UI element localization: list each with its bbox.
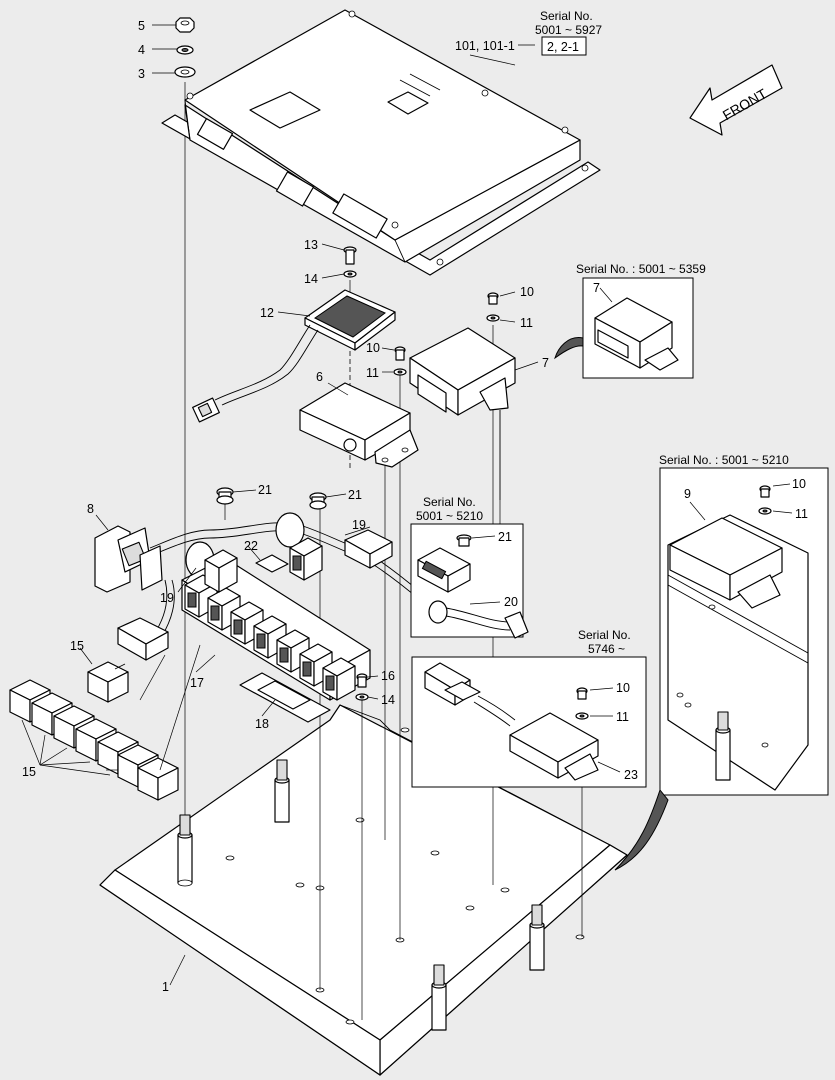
leader-lines <box>106 44 535 986</box>
callout-14-top: 14 <box>304 272 318 286</box>
serial-notes: Serial No. 5001 ~ 5927 Serial No. : 5001… <box>416 9 789 656</box>
serial-box20-line1: Serial No. <box>423 495 476 509</box>
standoffs <box>177 759 545 1031</box>
callout-101: 101, 101-1 <box>455 39 515 53</box>
callout-20: 20 <box>504 595 518 609</box>
relay-group-15 <box>9 679 179 801</box>
screw-10-a <box>394 346 406 361</box>
serial-box-23 <box>411 656 647 788</box>
callout-labels: 5 4 3 101, 101-1 13 14 12 10 11 6 10 11 … <box>22 19 808 994</box>
callout-13: 13 <box>304 238 318 252</box>
callout-1: 1 <box>162 980 169 994</box>
screw-13 <box>343 246 357 265</box>
reference-box: 2, 2-1 <box>541 36 587 56</box>
serial-top-line1: Serial No. <box>540 9 593 23</box>
serial-box20-line2: 5001 ~ 5210 <box>416 509 483 523</box>
callout-10-b: 10 <box>520 285 534 299</box>
callout-9: 9 <box>684 487 691 501</box>
standoff-2 <box>274 759 290 823</box>
washer-11-b <box>486 314 500 322</box>
callout-17: 17 <box>190 676 204 690</box>
relay-15-single <box>87 661 129 703</box>
serial-box-7 <box>554 277 694 379</box>
lock-washer-4 <box>176 45 194 55</box>
callout-10-a: 10 <box>366 341 380 355</box>
resistor-12 <box>192 289 396 423</box>
screw-16 <box>356 673 368 688</box>
callout-7-main: 7 <box>542 356 549 370</box>
callout-11-c: 11 <box>616 710 629 724</box>
callout-12: 12 <box>260 306 274 320</box>
label-plate-22 <box>255 554 289 573</box>
callout-16: 16 <box>381 669 395 683</box>
controller-unit <box>161 9 601 276</box>
washer-3 <box>174 66 196 78</box>
bolt-21-b <box>309 492 327 510</box>
callout-19-a: 19 <box>352 518 366 532</box>
callout-21-b: 21 <box>348 488 362 502</box>
standoff-1 <box>177 814 193 887</box>
front-arrow: FRONT <box>689 64 783 136</box>
svg-text:2, 2-1: 2, 2-1 <box>547 40 579 54</box>
standoff-4 <box>431 964 447 1031</box>
harness-connector <box>117 617 169 661</box>
harness-connector-right <box>344 529 393 569</box>
callout-21-c: 21 <box>498 530 512 544</box>
serial-box-20 <box>410 523 529 639</box>
callout-11-b: 11 <box>520 316 533 330</box>
callout-23: 23 <box>624 768 638 782</box>
callout-18: 18 <box>255 717 269 731</box>
plate-18 <box>239 672 331 723</box>
callout-4: 4 <box>138 43 145 57</box>
callout-15-single: 15 <box>70 639 84 653</box>
connector-8 <box>94 525 163 593</box>
callout-10-c: 10 <box>616 681 630 695</box>
module-6 <box>299 382 419 468</box>
serial-box23-line2: 5746 ~ <box>588 642 625 656</box>
callout-19-b: 19 <box>160 591 174 605</box>
callout-21-a: 21 <box>258 483 272 497</box>
washer-11-a <box>393 368 407 376</box>
callout-5: 5 <box>138 19 145 33</box>
callout-10-d: 10 <box>792 477 806 491</box>
callout-6: 6 <box>316 370 323 384</box>
washer-14-top <box>343 270 357 278</box>
serial-box-9 <box>614 467 829 871</box>
standoff-3 <box>529 904 545 971</box>
unit-7 <box>409 327 516 416</box>
callout-8: 8 <box>87 502 94 516</box>
relay-row <box>184 537 356 701</box>
nut-5 <box>175 17 195 33</box>
screw-10-b <box>487 292 499 305</box>
callout-22: 22 <box>244 539 258 553</box>
callout-15-group: 15 <box>22 765 36 779</box>
callout-7-box: 7 <box>593 281 600 295</box>
serial-box7-note: Serial No. : 5001 ~ 5359 <box>576 262 706 276</box>
callout-11-a: 11 <box>366 366 379 380</box>
serial-top-line2: 5001 ~ 5927 <box>535 23 602 37</box>
serial-box23-line1: Serial No. <box>578 628 631 642</box>
relay-15-leaders <box>21 644 201 776</box>
washer-14-bottom <box>355 693 369 701</box>
callout-14-bottom: 14 <box>381 693 395 707</box>
serial-box9-note: Serial No. : 5001 ~ 5210 <box>659 453 789 467</box>
bolt-21-a <box>216 487 234 505</box>
callout-11-d: 11 <box>795 507 808 521</box>
callout-3: 3 <box>138 67 145 81</box>
